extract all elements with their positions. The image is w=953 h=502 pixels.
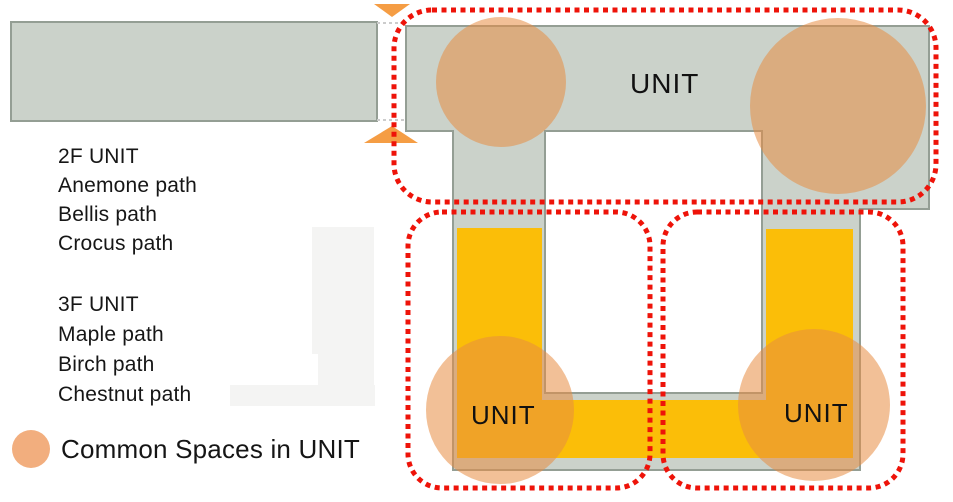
common-space-legend-circle-icon	[12, 430, 50, 468]
left-wing-corridor	[10, 21, 378, 122]
floor-title-3f: 3F UNIT	[58, 293, 139, 316]
legend-label: Common Spaces in UNIT	[61, 433, 360, 464]
unit-label-top: UNIT	[630, 68, 700, 99]
highlight-outline-2f-unit	[391, 7, 939, 205]
common-space-circle-bottom-left	[426, 336, 574, 484]
ghost-artifact	[230, 385, 375, 406]
unit-label-bottom-right: UNIT	[784, 398, 849, 428]
common-space-circle-bottom-right	[738, 329, 890, 481]
floor-list-2f: 2F UNIT Anemone path Bellis path Crocus …	[58, 142, 197, 258]
path-name: Birch path	[58, 353, 155, 376]
floor-title-2f: 2F UNIT	[58, 145, 139, 168]
connection-arrow-down-icon	[374, 4, 410, 17]
path-name: Bellis path	[58, 203, 158, 226]
path-name: Maple path	[58, 323, 164, 346]
common-space-circle-top-right	[750, 18, 926, 194]
floor-list-3f: 3F UNIT Maple path Birch path Chestnut p…	[58, 290, 191, 410]
unit-label-bottom-left: UNIT	[471, 400, 536, 430]
ghost-artifact	[312, 227, 374, 354]
common-space-circle-top-left	[436, 17, 566, 147]
highlight-outline-3f-unit-left	[405, 209, 653, 491]
connection-arrow-up-icon	[364, 126, 418, 143]
legend: Common Spaces in UNIT	[12, 430, 360, 468]
path-name: Crocus path	[58, 232, 174, 255]
path-name: Chestnut path	[58, 383, 192, 406]
highlight-outline-3f-unit-right	[660, 209, 906, 491]
path-name: Anemone path	[58, 174, 198, 197]
